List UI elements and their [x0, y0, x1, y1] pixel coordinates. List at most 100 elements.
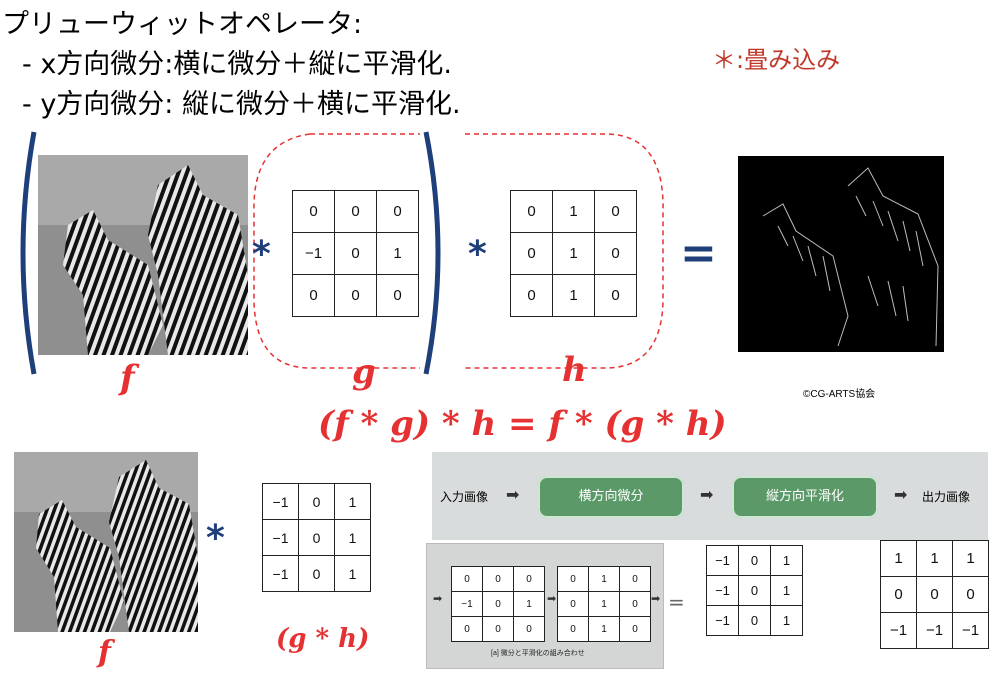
kernel-cell: 0 [619, 591, 651, 617]
pipeline-step-horizontal-diff: 横方向微分 [538, 476, 684, 518]
arrow-right-icon: ➡ [700, 485, 714, 504]
kernel-cell: 1 [552, 274, 595, 317]
kernel-cell: 0 [334, 274, 377, 317]
kernel-cell: 0 [916, 576, 953, 613]
h-dashed-region [465, 133, 664, 369]
kernel-cell: 0 [292, 274, 335, 317]
arrow-right-icon: ➡ [506, 485, 520, 504]
conv-star-1: * [252, 234, 271, 275]
kernel-cell: 1 [952, 540, 989, 577]
kernel-cell: 1 [770, 575, 803, 606]
kernel-cell: 1 [334, 555, 371, 592]
kernel-cell: 1 [376, 232, 419, 275]
kernel-cell: 1 [916, 540, 953, 577]
kernel-cell: 0 [738, 575, 771, 606]
kernel-cell: 0 [451, 616, 483, 642]
kernel-cell: 0 [298, 483, 335, 520]
kernel-cell: 0 [482, 591, 514, 617]
slide-title: プリューウィットオペレータ: [2, 9, 363, 40]
kernel-cell: 0 [334, 190, 377, 233]
edge-photo-icon [738, 156, 944, 352]
kernel-cell: 1 [334, 483, 371, 520]
kernel-cell: 0 [738, 605, 771, 636]
kernel-cell: −1 [706, 545, 739, 576]
kernel-cell: 0 [482, 566, 514, 592]
kernel-cell: 1 [334, 519, 371, 556]
kernel-cell: 1 [770, 605, 803, 636]
kernel-cell: 0 [619, 616, 651, 642]
convolution-note: ＊:畳み込み [712, 46, 841, 74]
kernel-cell: −1 [262, 483, 299, 520]
kernel-cell: 0 [376, 190, 419, 233]
kernel-cell: 1 [588, 591, 620, 617]
label-g: g [352, 352, 376, 392]
associativity-formula: (f * g) * h = f * (g * h) [318, 404, 727, 444]
kernel-cell: 0 [557, 566, 589, 592]
kernel-cell: −1 [262, 519, 299, 556]
bullet-x-derivative: - x方向微分:横に微分＋縦に平滑化. [22, 49, 452, 80]
kernel-cell: 0 [334, 232, 377, 275]
kernel-cell: 1 [552, 232, 595, 275]
kernel-cell: 1 [588, 566, 620, 592]
kernel-cell: 0 [594, 190, 637, 233]
arrow-right-icon: ➡ [894, 485, 908, 504]
kernel-cell: 1 [770, 545, 803, 576]
panel-equals-sign: = [668, 590, 685, 614]
arrow-right-icon: ➡ [547, 592, 557, 605]
pipeline-diagram: 入力画像 ➡ 横方向微分 ➡ 縦方向平滑化 ➡ 出力画像 [432, 452, 988, 540]
kernel-cell: 1 [880, 540, 917, 577]
kernel-cell: −1 [262, 555, 299, 592]
right-paren-icon [423, 131, 441, 375]
conv-star-2: * [468, 234, 487, 275]
conv-star-bottom: * [206, 518, 225, 559]
kernel-cell: −1 [706, 605, 739, 636]
edge-result-image [738, 156, 944, 352]
pipeline-step-vertical-smooth: 縦方向平滑化 [732, 476, 878, 518]
panel-caption: [a] 微分と平滑化の組み合わせ [491, 650, 585, 657]
kernel-cell: 0 [510, 232, 553, 275]
equals-sign: = [680, 228, 717, 279]
kernel-cell: −1 [880, 612, 917, 649]
kernel-cell: 0 [880, 576, 917, 613]
kernel-cell: 0 [451, 566, 483, 592]
kernel-cell: 0 [513, 616, 545, 642]
kernel-cell: 1 [588, 616, 620, 642]
label-h: h [562, 350, 587, 390]
label-f-top: f [120, 358, 135, 398]
kernel-cell: 0 [298, 519, 335, 556]
kernel-cell: 0 [738, 545, 771, 576]
kernel-cell: −1 [952, 612, 989, 649]
kernel-cell: 0 [619, 566, 651, 592]
kernel-cell: 0 [594, 232, 637, 275]
kernel-cell: −1 [706, 575, 739, 606]
kernel-cell: 0 [557, 591, 589, 617]
kernel-cell: −1 [451, 591, 483, 617]
kernel-cell: 0 [510, 190, 553, 233]
zebra-image-f [38, 155, 248, 355]
kernel-cell: 0 [513, 566, 545, 592]
zebra-photo-icon [38, 155, 248, 355]
kernel-cell: 0 [952, 576, 989, 613]
zebra-photo-icon [14, 452, 198, 632]
g-dashed-region [253, 133, 420, 369]
arrow-right-icon: ➡ [651, 592, 661, 605]
kernel-cell: 0 [298, 555, 335, 592]
kernel-cell: 1 [513, 591, 545, 617]
kernel-cell: 0 [482, 616, 514, 642]
kernel-cell: 0 [292, 190, 335, 233]
arrow-right-icon: ➡ [433, 592, 443, 605]
label-gh: (g * h) [276, 624, 370, 654]
kernel-cell: −1 [916, 612, 953, 649]
left-paren-icon [20, 131, 37, 375]
bullet-y-derivative: - y方向微分: 縦に微分＋横に平滑化. [22, 89, 461, 120]
kernel-cell: 0 [557, 616, 589, 642]
zebra-image-f-bottom [14, 452, 198, 632]
kernel-cell: 0 [376, 274, 419, 317]
